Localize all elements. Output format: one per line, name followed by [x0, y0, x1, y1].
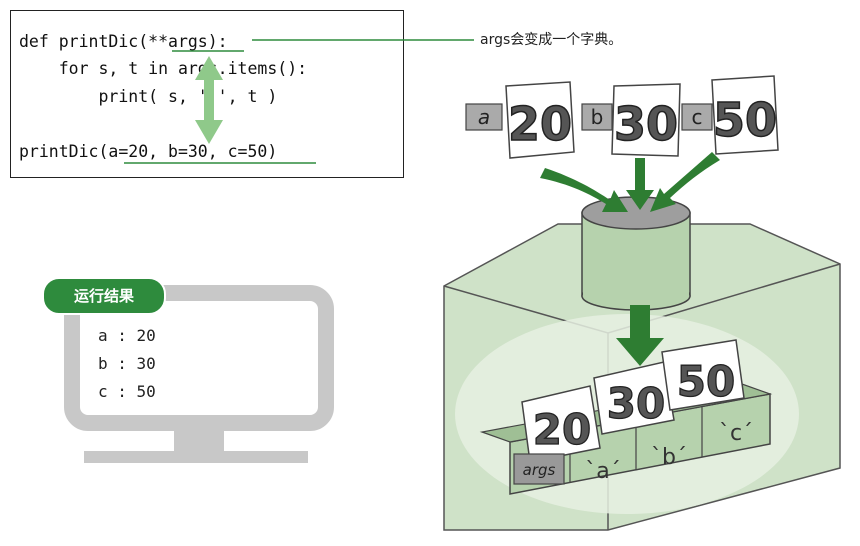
box-card-value-20: 20: [533, 405, 591, 454]
box-card-20: 20: [521, 385, 601, 463]
result-line-a: a : 20: [98, 326, 156, 345]
box-card-value-30: 30: [607, 379, 665, 428]
input-card-a: a 20: [465, 81, 575, 159]
code-line-call: printDic(a=20, b=30, c=50): [19, 142, 278, 161]
box-card-value-50: 50: [677, 357, 735, 406]
input-card-key-c: c: [692, 105, 703, 129]
args-dict-note: args会变成一个字典。: [480, 32, 623, 48]
input-card-value-a: 20: [508, 97, 572, 151]
key-label-b: `b´: [651, 445, 687, 470]
monitor-stand-base: [84, 451, 308, 463]
input-card-b: b 30: [581, 83, 681, 157]
args-label: args: [523, 461, 556, 479]
input-card-value-b: 30: [614, 97, 678, 151]
down-arrow: [616, 305, 664, 366]
input-arrows: [540, 152, 720, 366]
input-card-key-a: a: [478, 105, 490, 129]
double-arrow: [195, 56, 223, 144]
input-card-value-c: 50: [713, 93, 777, 147]
code-line-def: def printDic(**args):: [19, 32, 228, 51]
result-line-c: c : 50: [98, 382, 156, 401]
box-card-30: 30: [593, 361, 675, 435]
code-line-print: print( s, ':', t ): [19, 87, 278, 106]
key-label-a: `a´: [585, 459, 620, 484]
args-label-plate: [513, 453, 565, 485]
input-card-key-b: b: [591, 105, 604, 129]
funnel-cylinder: [581, 196, 691, 311]
result-badge: 运行结果: [42, 277, 166, 315]
box-card-50: 50: [661, 339, 745, 411]
key-label-c: `c´: [719, 421, 753, 446]
input-card-c: c 50: [681, 75, 779, 155]
result-line-b: b : 30: [98, 354, 156, 373]
